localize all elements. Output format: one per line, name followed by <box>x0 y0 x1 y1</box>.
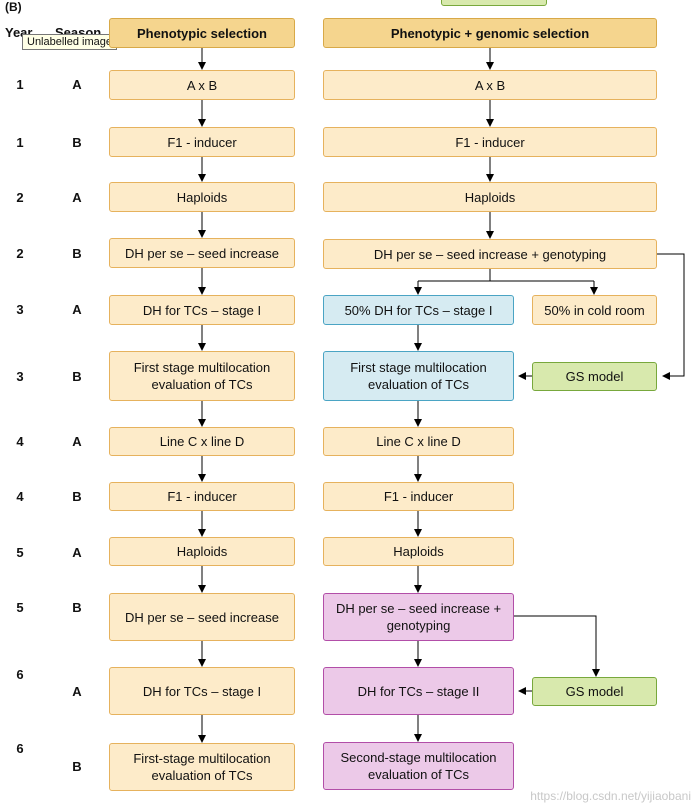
season-label: B <box>72 369 82 384</box>
right-step-f1-inducer-2: F1 - inducer <box>323 482 514 511</box>
left-step-line-cross: Line C x line D <box>109 427 295 456</box>
right-step-dh-seed-increase-genotyping: DH per se – seed increase + genotyping <box>323 239 657 269</box>
year-label: 1 <box>16 77 24 92</box>
year-label: 4 <box>16 434 24 449</box>
season-label: A <box>72 434 82 449</box>
header-phenotypic: Phenotypic selection <box>109 18 295 48</box>
left-step-dh-tc-stage-1: DH for TCs – stage I <box>109 295 295 325</box>
right-step-first-stage-eval: First stage multilocation evaluation of … <box>323 351 514 401</box>
year-label: 5 <box>16 600 24 615</box>
season-label: A <box>72 77 82 92</box>
season-label: B <box>72 135 82 150</box>
season-label: A <box>72 545 82 560</box>
season-label: A <box>72 684 82 699</box>
season-label: B <box>72 246 82 261</box>
left-step-haploids: Haploids <box>109 182 295 212</box>
right-step-cross: A x B <box>323 70 657 100</box>
right-step-dh-seed-increase-genotyping-2: DH per se – seed increase + genotyping <box>323 593 514 641</box>
right-step-cold-room: 50% in cold room <box>532 295 657 325</box>
left-step-dh-seed-increase-2: DH per se – seed increase <box>109 593 295 641</box>
watermark: https://blog.csdn.net/yijiaobani <box>530 789 691 803</box>
header-phenotypic-genomic: Phenotypic + genomic selection <box>323 18 657 48</box>
year-label: 5 <box>16 545 24 560</box>
right-step-50pct-dh-tc-stage-1: 50% DH for TCs – stage I <box>323 295 514 325</box>
year-label: 3 <box>16 302 24 317</box>
right-step-line-cross: Line C x line D <box>323 427 514 456</box>
left-step-f1-inducer: F1 - inducer <box>109 127 295 157</box>
panel-label: (B) <box>5 0 22 14</box>
left-step-first-stage-eval-2: First-stage multilocation evaluation of … <box>109 743 295 791</box>
year-label: 3 <box>16 369 24 384</box>
gs-model-box-1: GS model <box>532 362 657 391</box>
year-label: 2 <box>16 190 24 205</box>
right-step-haploids: Haploids <box>323 182 657 212</box>
right-step-haploids-2: Haploids <box>323 537 514 566</box>
left-step-dh-seed-increase: DH per se – seed increase <box>109 238 295 268</box>
year-label: 2 <box>16 246 24 261</box>
gs-model-box-2: GS model <box>532 677 657 706</box>
image-tooltip: Unlabelled image <box>22 34 117 50</box>
left-step-f1-inducer-2: F1 - inducer <box>109 482 295 511</box>
left-step-haploids-2: Haploids <box>109 537 295 566</box>
right-step-dh-tc-stage-2: DH for TCs – stage II <box>323 667 514 715</box>
right-step-f1-inducer: F1 - inducer <box>323 127 657 157</box>
year-label: 4 <box>16 489 24 504</box>
top-green-bar <box>441 0 547 6</box>
year-label: 6 <box>16 741 24 756</box>
season-label: A <box>72 302 82 317</box>
season-label: B <box>72 489 82 504</box>
season-label: B <box>72 600 82 615</box>
season-label: B <box>72 759 82 774</box>
left-step-first-stage-eval: First stage multilocation evaluation of … <box>109 351 295 401</box>
right-step-second-stage-eval: Second-stage multilocation evaluation of… <box>323 742 514 790</box>
year-label: 6 <box>16 667 24 682</box>
season-label: A <box>72 190 82 205</box>
left-step-cross: A x B <box>109 70 295 100</box>
year-label: 1 <box>16 135 24 150</box>
left-step-dh-tc-stage-1-2: DH for TCs – stage I <box>109 667 295 715</box>
